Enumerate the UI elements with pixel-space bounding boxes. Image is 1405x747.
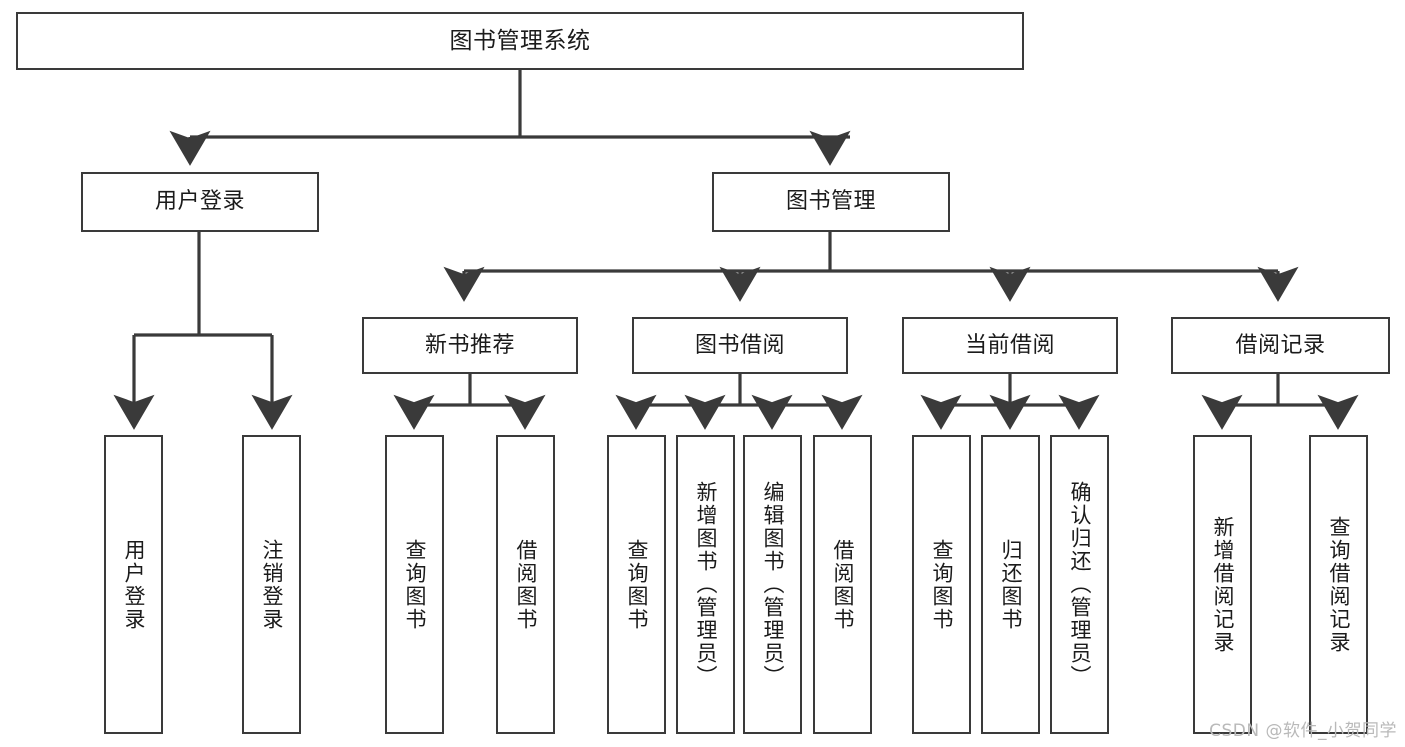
node-leaf-add-record-label: 新增借阅记录 <box>1210 515 1235 654</box>
node-leaf-edit-book-label: 编辑图书（管理员） <box>760 481 785 688</box>
node-user-login[interactable]: 用户登录 <box>81 172 319 232</box>
node-leaf-query-book-3[interactable]: 查询图书 <box>912 435 971 734</box>
node-root-label: 图书管理系统 <box>449 27 591 54</box>
node-borrow-record-label: 借阅记录 <box>1235 332 1326 358</box>
watermark: CSDN @软件_小贺同学 <box>1209 721 1397 741</box>
node-book-management-label: 图书管理 <box>785 189 876 215</box>
node-leaf-add-book-label: 新增图书（管理员） <box>693 481 718 688</box>
node-leaf-query-record[interactable]: 查询借阅记录 <box>1309 435 1368 734</box>
node-leaf-return-book-label: 归还图书 <box>998 538 1023 631</box>
node-leaf-logout-login-label: 注销登录 <box>259 538 284 631</box>
node-book-borrow-label: 图书借阅 <box>694 332 785 358</box>
node-leaf-query-book-2[interactable]: 查询图书 <box>607 435 666 734</box>
node-leaf-query-record-label: 查询借阅记录 <box>1326 515 1351 654</box>
node-current-borrow-label: 当前借阅 <box>964 332 1055 358</box>
node-leaf-confirm-return[interactable]: 确认归还（管理员） <box>1050 435 1109 734</box>
node-leaf-borrow-book-1-label: 借阅图书 <box>513 538 538 631</box>
node-new-book-recommend[interactable]: 新书推荐 <box>362 317 578 374</box>
node-leaf-borrow-book-1[interactable]: 借阅图书 <box>496 435 555 734</box>
node-leaf-logout-login[interactable]: 注销登录 <box>242 435 301 734</box>
node-new-book-recommend-label: 新书推荐 <box>424 332 515 358</box>
node-leaf-confirm-return-label: 确认归还（管理员） <box>1067 481 1092 688</box>
node-current-borrow[interactable]: 当前借阅 <box>902 317 1118 374</box>
node-leaf-return-book[interactable]: 归还图书 <box>981 435 1040 734</box>
node-leaf-query-book-2-label: 查询图书 <box>624 538 649 631</box>
node-user-login-label: 用户登录 <box>154 189 245 215</box>
node-borrow-record[interactable]: 借阅记录 <box>1171 317 1390 374</box>
node-book-management[interactable]: 图书管理 <box>712 172 950 232</box>
node-leaf-query-book-3-label: 查询图书 <box>929 538 954 631</box>
node-leaf-user-login[interactable]: 用户登录 <box>104 435 163 734</box>
node-leaf-borrow-book-2[interactable]: 借阅图书 <box>813 435 872 734</box>
node-leaf-borrow-book-2-label: 借阅图书 <box>830 538 855 631</box>
node-leaf-edit-book[interactable]: 编辑图书（管理员） <box>743 435 802 734</box>
node-leaf-add-record[interactable]: 新增借阅记录 <box>1193 435 1252 734</box>
node-leaf-user-login-label: 用户登录 <box>121 538 146 631</box>
node-leaf-query-book-1-label: 查询图书 <box>402 538 427 631</box>
node-root[interactable]: 图书管理系统 <box>16 12 1024 70</box>
node-book-borrow[interactable]: 图书借阅 <box>632 317 848 374</box>
node-leaf-add-book[interactable]: 新增图书（管理员） <box>676 435 735 734</box>
node-leaf-query-book-1[interactable]: 查询图书 <box>385 435 444 734</box>
